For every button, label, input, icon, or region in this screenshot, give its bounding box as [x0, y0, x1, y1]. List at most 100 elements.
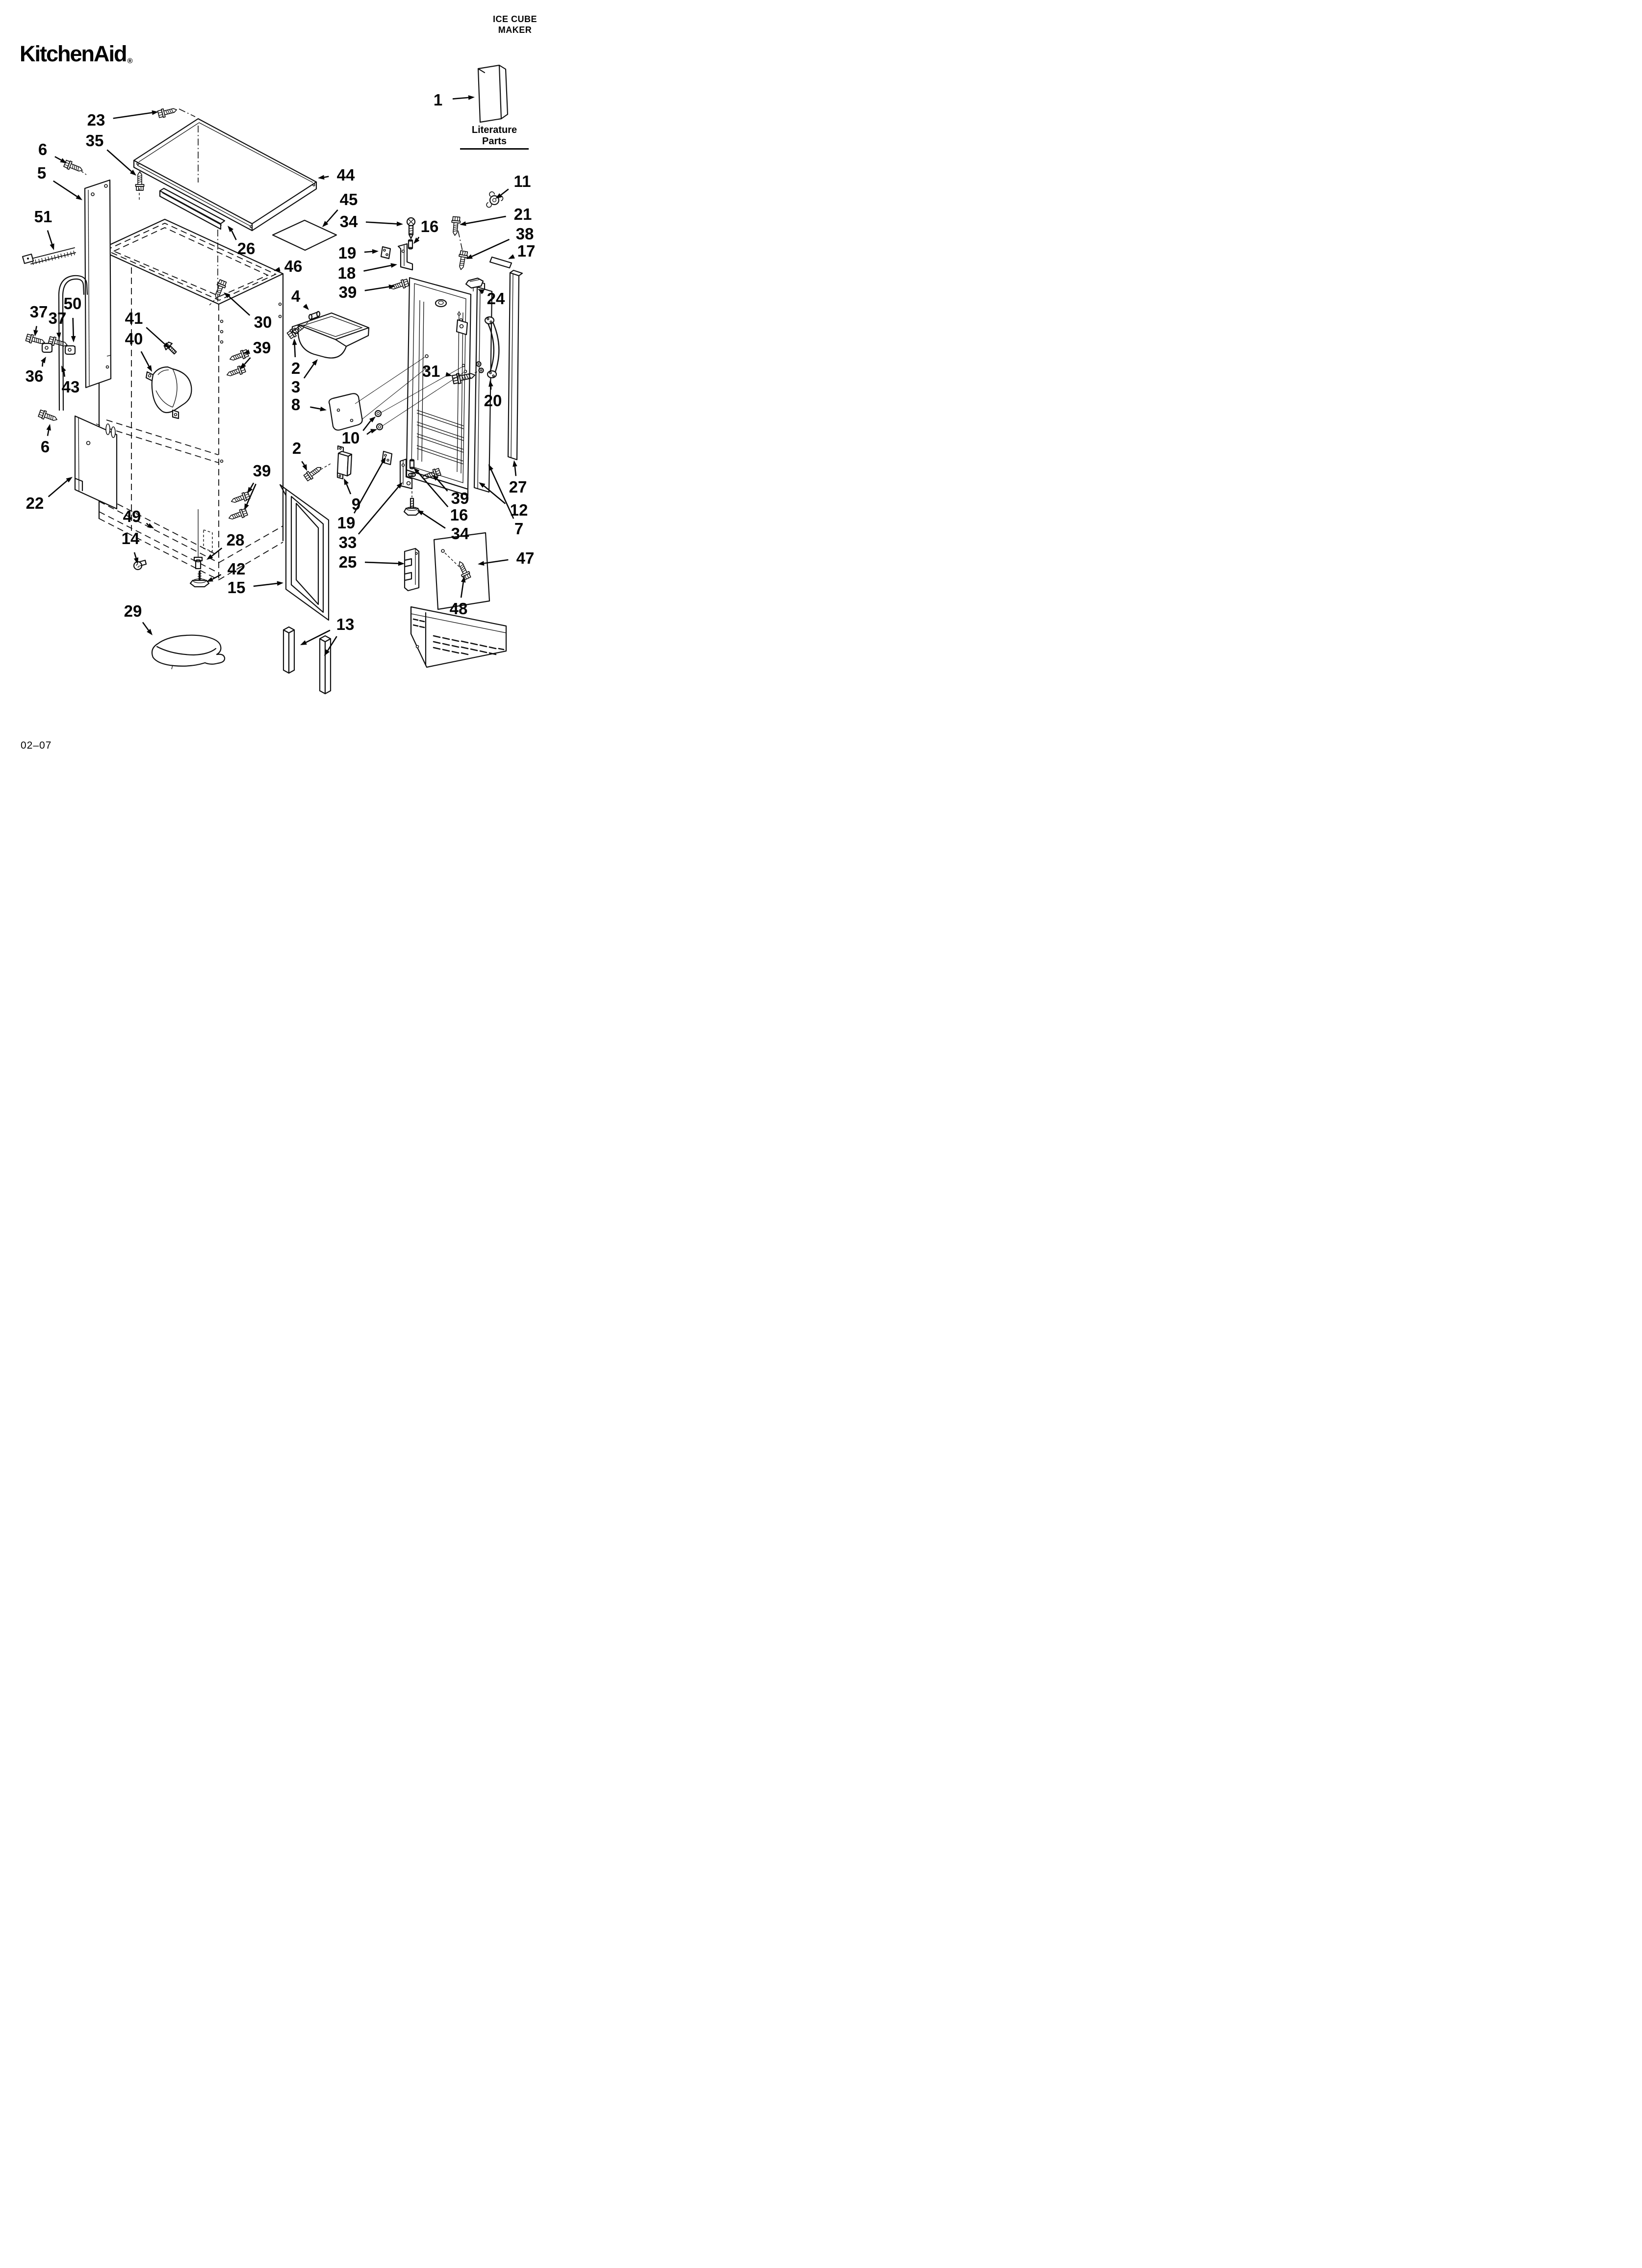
- callout-arrow-8: [310, 406, 321, 410]
- callout-arrow-7: [490, 469, 514, 519]
- screw-39c2: [227, 507, 249, 523]
- callout-22: 22: [26, 477, 73, 512]
- callout-label-8: 8: [291, 395, 300, 414]
- callout-arrow-18: [363, 264, 391, 272]
- callout-38: 38: [466, 225, 534, 259]
- callout-15: 15: [228, 578, 283, 597]
- callout-4: 4: [291, 287, 309, 310]
- callout-arrow-39-4: [436, 478, 448, 492]
- callout-41: 41: [125, 309, 170, 348]
- mounting-pad: [328, 357, 426, 431]
- door-bolt-31: [451, 361, 484, 385]
- callout-arrow-6: [54, 156, 62, 161]
- callout-arrowhead-20: [488, 380, 493, 387]
- callout-42: 42: [206, 560, 245, 582]
- callout-label-15: 15: [228, 578, 246, 597]
- door-handle: [484, 316, 500, 379]
- callout-43: 43: [61, 365, 79, 396]
- callout-arrowhead-41: [163, 342, 170, 348]
- tray-screw-line: [306, 320, 310, 324]
- page-title-line2: MAKER: [498, 25, 532, 35]
- brand-text: KitchenAid: [20, 41, 128, 66]
- callout-51: 51: [34, 208, 54, 250]
- callout-46: 46: [274, 257, 302, 275]
- callout-39: 39: [339, 283, 395, 301]
- callout-arrow-33: [358, 486, 399, 535]
- callout-17: 17: [508, 242, 535, 260]
- callout-6: 6: [38, 140, 67, 163]
- callout-30: 30: [224, 292, 272, 331]
- callout-label-25: 25: [339, 553, 357, 571]
- callout-label-33: 33: [339, 533, 357, 551]
- callout-arrow-50: [72, 317, 74, 337]
- callout-label-38: 38: [516, 225, 534, 243]
- callout-arrow-48: [460, 582, 464, 598]
- callout-arrow-6-2: [47, 430, 50, 436]
- callout-arrow-44: [324, 176, 329, 178]
- screw-6a: [63, 159, 84, 175]
- callout-34-2: 34: [417, 510, 469, 543]
- callout-arrowhead-16-2: [413, 468, 420, 474]
- callout-label-2-2: 2: [292, 439, 301, 457]
- hinge-pin-16: [408, 459, 416, 497]
- tube-clamp-36: [41, 342, 53, 353]
- callout-arrow-14: [133, 552, 137, 558]
- callout-5: 5: [37, 164, 82, 200]
- clip-nut: [133, 559, 147, 571]
- callout-arrowhead-39-3: [244, 503, 249, 510]
- callout-23: 23: [87, 110, 158, 129]
- callout-33: 33: [339, 482, 403, 551]
- callout-34: 34: [340, 212, 403, 231]
- registered-mark-icon: ®: [127, 57, 133, 65]
- evap-cover: [145, 366, 192, 419]
- callout-47: 47: [478, 549, 534, 567]
- callout-arrowhead-24: [478, 289, 485, 294]
- callout-label-6-2: 6: [41, 438, 50, 456]
- callout-arrowhead-9: [344, 478, 349, 485]
- callout-arrow-5: [53, 180, 77, 197]
- callout-label-39-4: 39: [451, 489, 469, 507]
- callout-9: 9: [344, 478, 360, 513]
- callout-1: 1: [434, 91, 475, 109]
- door-panel: [406, 277, 472, 496]
- callout-arrowhead-3: [312, 359, 318, 366]
- callout-arrowhead-51: [50, 243, 54, 250]
- breaker-strips: [282, 626, 332, 695]
- callout-11: 11: [495, 172, 531, 199]
- callout-arrowhead-50: [71, 336, 76, 342]
- callout-arrowhead-40: [147, 365, 152, 372]
- callout-label-1: 1: [434, 91, 442, 109]
- callout-arrowhead-35: [129, 169, 136, 176]
- callout-13: 13: [300, 615, 354, 656]
- callout-arrowhead-34-2: [417, 510, 424, 516]
- callout-label-43: 43: [62, 378, 80, 396]
- callout-label-39-3: 39: [253, 462, 271, 480]
- callout-label-7: 7: [514, 520, 523, 538]
- callout-arrow-19-2: [353, 462, 384, 514]
- callout-3: 3: [291, 359, 318, 396]
- cover-rail: [159, 187, 226, 230]
- door-gasket: [279, 484, 330, 621]
- callout-label-27: 27: [509, 478, 527, 496]
- screws: [25, 105, 472, 581]
- callout-label-30: 30: [254, 313, 272, 331]
- callout-label-4: 4: [291, 287, 301, 305]
- callout-arrow-47: [484, 559, 509, 564]
- callout-arrowhead-39-3: [247, 487, 253, 494]
- callout-label-6: 6: [38, 140, 47, 158]
- parts-diagram-page: KitchenAid® ICE CUBE MAKER Literature Pa…: [0, 0, 547, 756]
- callout-35: 35: [86, 131, 136, 176]
- callout-label-50: 50: [64, 294, 82, 313]
- callout-arrowhead-15: [277, 581, 283, 586]
- drip-tray: [291, 312, 370, 359]
- callout-arrowhead-31: [445, 372, 452, 377]
- callout-16-2: 16: [413, 468, 468, 524]
- callout-arrow-39-2: [244, 357, 251, 365]
- callout-arrowhead-46: [274, 267, 281, 272]
- callout-arrowhead-22: [66, 477, 73, 483]
- screw-6b: [37, 409, 59, 424]
- callout-arrowhead-8: [320, 406, 327, 412]
- callout-24: 24: [478, 289, 505, 308]
- callout-19-2: 19: [337, 457, 386, 532]
- callout-arrowhead-19: [372, 249, 379, 254]
